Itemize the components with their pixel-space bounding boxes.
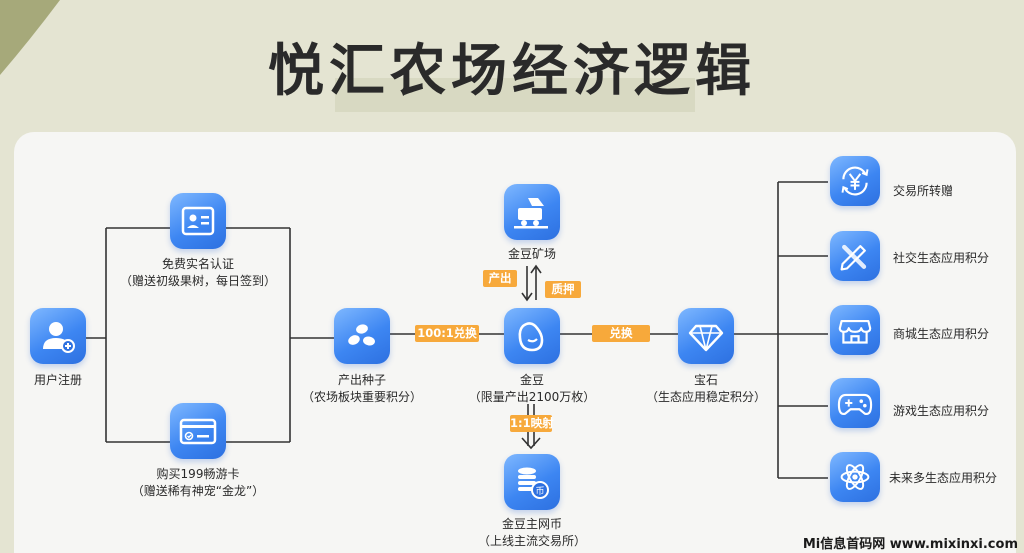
output-mall-node [830,305,880,355]
svg-text:币: 币 [535,486,544,497]
coin-stack-icon: 币 [518,467,549,499]
diamond-icon [688,324,724,352]
mapping-tag: 1:1映射 [510,415,554,432]
gem-desc: （生态应用稳定积分） [645,390,766,404]
page-title: 悦汇农场经济逻辑 [268,39,756,104]
output-mall-label: 商城生态应用积分 [893,327,990,341]
mainnet-coin-label: 金豆主网币 （上线主流交易所） [452,516,612,550]
buy-card-title: 购买199畅游卡 [156,467,240,481]
produce-tag: 产出 [483,270,517,287]
gem-node [678,308,734,364]
user-register-node [30,308,86,364]
mainnet-coin-node: 币 [504,454,560,510]
golden-bean-title: 金豆 [519,373,544,387]
output-social-label: 社交生态应用积分 [893,251,990,265]
buy-card-label: 购买199畅游卡 （赠送稀有神宠“金龙”） [108,466,288,500]
golden-bean-desc: （限量产出2100万枚） [468,390,596,404]
mine-label: 金豆矿场 [507,247,556,261]
output-game-label: 游戏生态应用积分 [893,404,990,418]
id-card-icon [181,206,215,236]
output-future-node [830,452,880,502]
gem-title: 宝石 [693,373,718,387]
seed-desc: （农场板块重要积分） [301,390,422,404]
user-register-label: 用户注册 [33,373,82,387]
seeds-icon [348,324,375,346]
output-future-label: 未来多生态应用积分 [889,471,998,485]
gem-label: 宝石 （生态应用稳定积分） [626,372,786,406]
mine-cart-icon [514,198,548,229]
output-game-node [830,378,880,428]
real-name-desc: （赠送初级果树，每日签到） [119,274,276,288]
exchange-100-1-tag: 100:1兑换 [415,325,479,342]
seed-node [334,308,390,364]
output-exchange-label: 交易所转赠 [893,184,954,198]
mainnet-coin-desc: （上线主流交易所） [477,534,586,548]
seed-title: 产出种子 [337,373,386,387]
bean-icon [518,322,544,352]
gamepad-icon [837,393,873,416]
golden-bean-node [504,308,560,364]
mainnet-coin-title: 金豆主网币 [501,517,562,531]
shop-icon [838,320,872,344]
yen-exchange-icon [841,166,869,196]
golden-bean-label: 金豆 （限量产出2100万枚） [452,372,612,406]
output-social-node [830,231,880,281]
pencil-ruler-icon [840,244,867,271]
exchange-tag: 兑换 [592,325,650,342]
buy-card-node [170,403,226,459]
pledge-tag: 质押 [545,281,581,298]
real-name-label: 免费实名认证 （赠送初级果树，每日签到） [108,256,288,290]
atom-icon [840,464,870,490]
credit-card-icon [179,418,217,445]
user-add-icon [43,322,75,353]
mine-node [504,184,560,240]
output-exchange-node [830,156,880,206]
real-name-title: 免费实名认证 [161,257,234,271]
watermark: Mi信息首码网 www.mixinxi.com [802,537,1018,552]
real-name-node [170,193,226,249]
buy-card-desc: （赠送稀有神宠“金龙”） [131,484,265,498]
seed-label: 产出种子 （农场板块重要积分） [282,372,442,406]
